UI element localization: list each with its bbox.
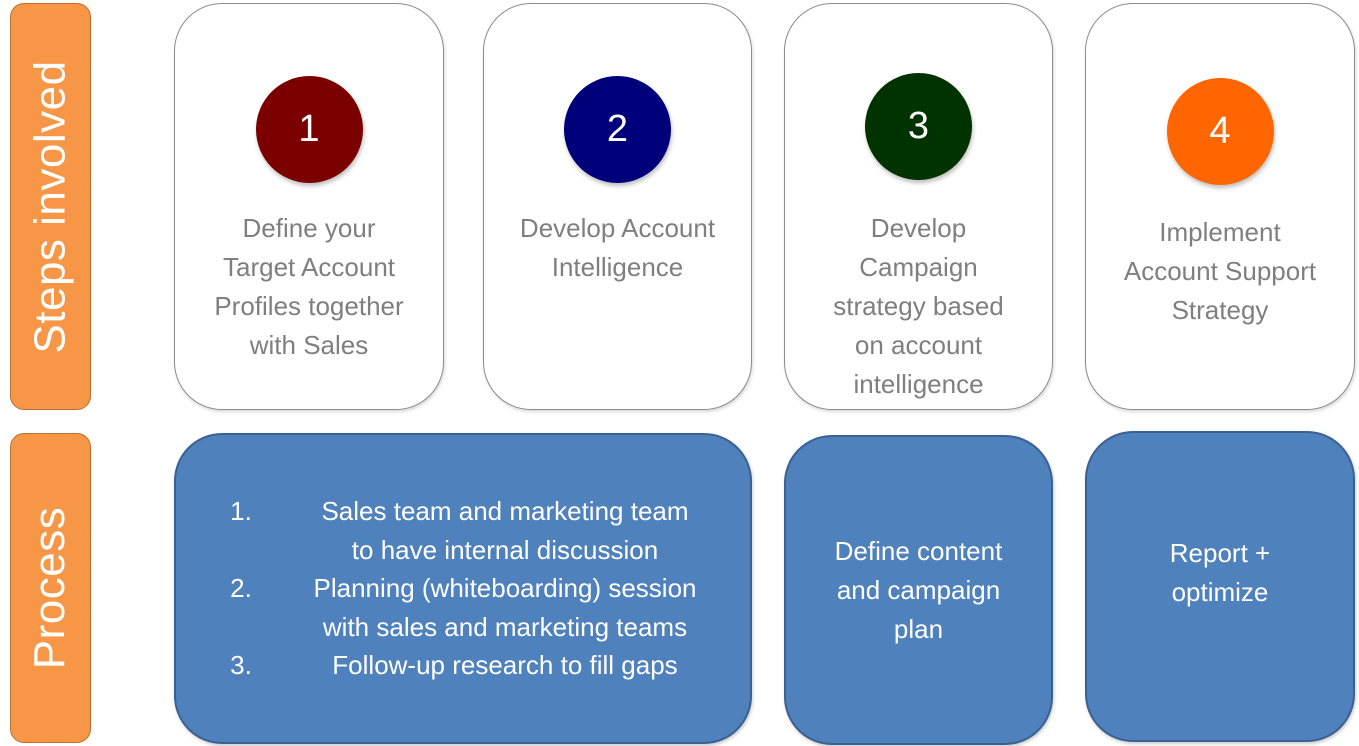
step-card-3: 3 Develop Campaign strategy based on acc… <box>784 3 1053 410</box>
step-card-4: 4 Implement Account Support Strategy <box>1085 3 1355 410</box>
list-number: 3. <box>230 650 252 681</box>
process-text: Process <box>25 506 75 670</box>
process-line: optimize <box>1171 576 1269 607</box>
process-box-1: 1. Sales team and marketing team to have… <box>174 433 752 744</box>
step-line: Develop Account <box>519 213 716 243</box>
list-text: Planning (whiteboarding) session with sa… <box>289 569 733 646</box>
step-number-circle-3: 3 <box>865 73 972 180</box>
process-list: 1. Sales team and marketing team to have… <box>193 492 733 685</box>
process-line: plan <box>893 613 944 644</box>
step-line: on account <box>854 330 983 360</box>
step-number-circle-4: 4 <box>1166 78 1274 185</box>
process-line: Define content <box>834 535 1003 566</box>
step-line: Implement <box>1159 217 1281 247</box>
list-line: Sales team and marketing team <box>321 496 689 527</box>
step-number: 1 <box>298 108 320 150</box>
process-label: Process <box>10 433 91 743</box>
step-line: Campaign <box>859 252 978 282</box>
step-number-circle-1: 1 <box>255 76 363 183</box>
step-number-circle-2: 2 <box>564 76 671 183</box>
process-list-item-1: 1. Sales team and marketing team to have… <box>193 492 733 569</box>
list-text: Sales team and marketing team to have in… <box>289 492 733 569</box>
list-number: 2. <box>230 573 252 604</box>
steps-involved-text: Steps involved <box>25 59 75 354</box>
step-line: Target Account <box>223 252 395 282</box>
step-line: intelligence <box>853 369 984 399</box>
process-line: and campaign <box>836 574 1001 605</box>
step-line: Account Support <box>1123 256 1317 286</box>
process-box-2-text: Define content and campaign plan <box>819 532 1019 649</box>
step-description-2: Develop Account Intelligence <box>492 209 743 287</box>
step-line: with Sales <box>249 330 369 360</box>
steps-involved-label: Steps involved <box>10 3 91 410</box>
list-text: Follow-up research to fill gaps <box>289 646 733 685</box>
list-line: Planning (whiteboarding) session <box>313 573 697 604</box>
process-list-item-3: 3. Follow-up research to fill gaps <box>193 646 733 685</box>
step-line: Define your <box>242 213 376 243</box>
step-line: strategy based <box>833 291 1004 321</box>
step-line: Intelligence <box>551 252 684 282</box>
step-line: Develop <box>870 213 967 243</box>
process-list-item-2: 2. Planning (whiteboarding) session with… <box>193 569 733 646</box>
step-number: 4 <box>1209 110 1231 152</box>
step-description-4: Implement Account Support Strategy <box>1094 213 1346 330</box>
process-box-3-text: Report + optimize <box>1154 534 1286 612</box>
list-line: to have internal discussion <box>351 534 659 565</box>
step-description-3: Develop Campaign strategy based on accou… <box>793 209 1044 404</box>
list-line: with sales and marketing teams <box>322 611 688 642</box>
step-description-1: Define your Target Account Profiles toge… <box>183 209 435 365</box>
step-card-2: 2 Develop Account Intelligence <box>483 3 752 410</box>
step-card-1: 1 Define your Target Account Profiles to… <box>174 3 444 410</box>
process-line: Report + <box>1169 537 1271 568</box>
step-number: 3 <box>907 105 930 147</box>
step-line: Strategy <box>1171 295 1269 325</box>
step-line: Profiles together <box>214 291 404 321</box>
list-line: Follow-up research to fill gaps <box>332 650 678 681</box>
process-box-2: Define content and campaign plan <box>784 435 1053 745</box>
process-box-3: Report + optimize <box>1085 431 1355 742</box>
step-number: 2 <box>606 108 629 150</box>
list-number: 1. <box>230 496 252 527</box>
